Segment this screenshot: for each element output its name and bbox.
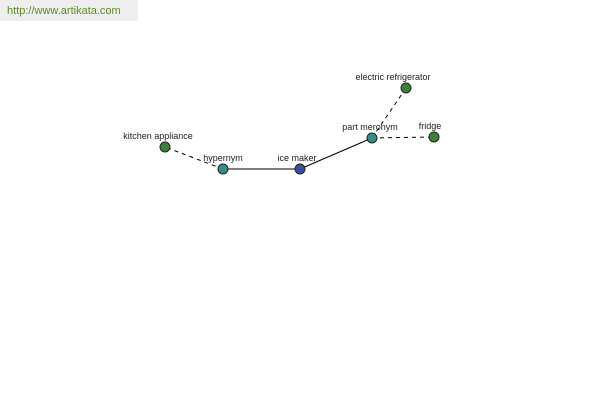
- label-hypernym: hypernym: [203, 153, 243, 163]
- node-part-meronym[interactable]: [366, 132, 378, 144]
- node-electric-refrigerator[interactable]: [400, 82, 412, 94]
- node-ice-maker[interactable]: [294, 163, 306, 175]
- edge-hypernym-kitchen-appliance: [164, 146, 224, 170]
- label-electric-refrigerator: electric refrigerator: [355, 72, 430, 82]
- edge-part-meronym-electric-refrigerator: [371, 87, 407, 139]
- label-ice-maker: ice maker: [277, 153, 316, 163]
- label-part-meronym: part meronym: [342, 122, 398, 132]
- url-banner: http://www.artikata.com: [0, 0, 138, 21]
- edge-part-meronym-fridge: [371, 136, 435, 139]
- label-fridge: fridge: [419, 121, 442, 131]
- node-hypernym[interactable]: [217, 163, 229, 175]
- label-kitchen-appliance: kitchen appliance: [123, 131, 193, 141]
- edge-ice-maker-part-meronym: [299, 137, 373, 170]
- site-url-link[interactable]: http://www.artikata.com: [7, 4, 121, 17]
- node-fridge[interactable]: [428, 131, 440, 143]
- node-kitchen-appliance[interactable]: [159, 141, 171, 153]
